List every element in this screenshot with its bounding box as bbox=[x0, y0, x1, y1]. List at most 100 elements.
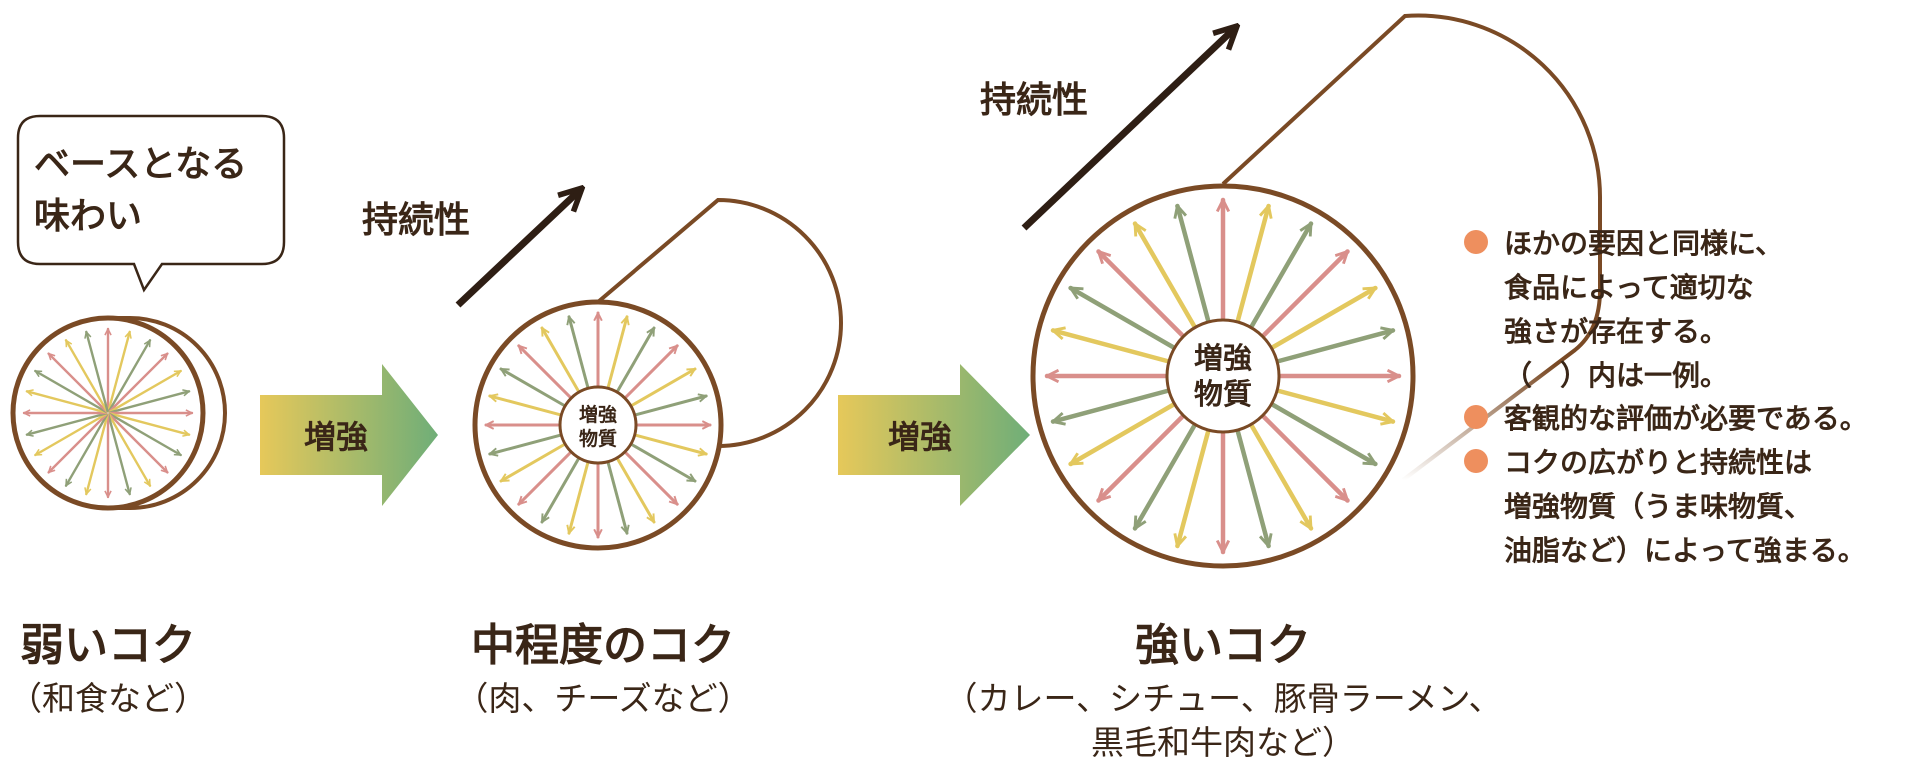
flavor-ray bbox=[616, 328, 656, 392]
flavor-ray bbox=[631, 367, 695, 407]
persistence-tube bbox=[596, 197, 843, 550]
flavor-ray bbox=[1071, 285, 1176, 350]
note-bullet bbox=[1464, 449, 1488, 473]
flavor-ray bbox=[631, 443, 695, 483]
flavor-ray bbox=[1132, 423, 1197, 528]
persistence-tube bbox=[1221, 13, 1603, 225]
flavor-ray bbox=[64, 413, 109, 486]
flavor-ray bbox=[569, 317, 590, 388]
flavor-ray bbox=[635, 396, 707, 417]
stage-subtitle: （和食など） bbox=[9, 679, 207, 718]
flavor-ray bbox=[108, 412, 181, 457]
stage-medium-koku: 増強 物質 bbox=[472, 197, 843, 551]
flavor-ray bbox=[490, 396, 561, 417]
enhancer-center bbox=[558, 385, 638, 465]
flavor-ray bbox=[1235, 429, 1269, 546]
flavor-ray bbox=[49, 413, 108, 472]
stage-subtitle: （肉、チーズなど） bbox=[455, 679, 750, 718]
flavor-ray bbox=[86, 413, 109, 494]
note-line: コクの広がりと持続性は bbox=[1504, 446, 1812, 479]
stage-title: 強いコク bbox=[1135, 620, 1311, 671]
persistence-tube-fade bbox=[1401, 225, 1602, 482]
flavor-rays bbox=[1044, 197, 1402, 555]
flavor-ray bbox=[35, 412, 108, 457]
persistence-tube bbox=[108, 316, 227, 510]
flavor-ray bbox=[108, 369, 181, 414]
flavor-ray bbox=[1053, 388, 1170, 422]
flavor-ray bbox=[490, 433, 561, 454]
flavor-ray bbox=[1270, 285, 1375, 350]
bubble-line: ベースとなる bbox=[34, 144, 247, 185]
flavor-ray bbox=[1261, 414, 1348, 501]
flavor-ray bbox=[519, 451, 572, 504]
flavor-ray bbox=[86, 332, 109, 413]
flavor-ray bbox=[107, 332, 130, 413]
flavor-ray bbox=[606, 462, 627, 534]
enhance-arrow: 増強 bbox=[838, 364, 1030, 506]
note-bullet bbox=[1464, 405, 1488, 429]
enhance-label: 増強 bbox=[888, 418, 952, 456]
flavor-ray bbox=[540, 328, 580, 392]
flavor-ray bbox=[64, 340, 109, 413]
persistence-arrow bbox=[455, 190, 580, 308]
flavor-ray bbox=[624, 346, 677, 399]
flavor-ray bbox=[107, 413, 152, 486]
persistence-label: 持続性 bbox=[362, 200, 470, 241]
speech-bubble: ベースとなる 味わい bbox=[16, 114, 286, 293]
stage-subtitle: 黒毛和牛肉など） bbox=[1091, 723, 1355, 762]
stage-title: 弱いコク bbox=[20, 620, 196, 671]
flavor-ray bbox=[1270, 402, 1375, 467]
flavor-ray bbox=[108, 354, 167, 413]
enhance-label: 増強 bbox=[304, 418, 368, 456]
flavor-ray bbox=[27, 391, 108, 414]
flavor-ray bbox=[1276, 388, 1393, 422]
notes-list: ほかの要因と同様に、 食品によって適切な 強さが存在する。 （ ）内は一例。 客… bbox=[1464, 227, 1868, 567]
enhancer-center bbox=[1165, 318, 1281, 434]
center-label: 増強 bbox=[1194, 341, 1252, 375]
note-line: 強さが存在する。 bbox=[1504, 315, 1728, 348]
flavor-ray bbox=[1235, 206, 1269, 323]
flavor-ray bbox=[501, 367, 565, 407]
center-label: 物質 bbox=[1194, 377, 1252, 411]
flavor-ray bbox=[624, 451, 677, 504]
flavor-ray bbox=[1053, 330, 1170, 364]
flavor-ray bbox=[108, 412, 189, 435]
persistence-label: 持続性 bbox=[980, 80, 1088, 121]
stage-subtitle: （カレー、シチュー、豚骨ラーメン、 bbox=[944, 679, 1501, 718]
bubble-line: 味わい bbox=[34, 196, 142, 237]
flavor-ray bbox=[1177, 429, 1211, 546]
flavor-ray bbox=[606, 317, 627, 388]
flavor-ray bbox=[501, 443, 565, 483]
flavor-ray bbox=[108, 391, 189, 414]
flavor-ray bbox=[1099, 414, 1185, 501]
note-line: 増強物質（うま味物質、 bbox=[1504, 490, 1812, 523]
stage-title: 中程度のコク bbox=[471, 620, 735, 671]
flavor-ray bbox=[569, 462, 590, 534]
flavor-ray bbox=[635, 433, 707, 454]
flavor-ray bbox=[1276, 330, 1393, 364]
flavor-ray bbox=[108, 413, 167, 472]
flavor-ray bbox=[616, 458, 656, 522]
note-bullet bbox=[1464, 230, 1488, 254]
note-line: 食品によって適切な bbox=[1504, 271, 1754, 304]
flavor-ray bbox=[1099, 252, 1185, 338]
note-line: （ ）内は一例。 bbox=[1504, 359, 1728, 392]
flavor-rays bbox=[484, 311, 712, 539]
flavor-ray bbox=[540, 458, 580, 522]
note-line: 客観的な評価が必要である。 bbox=[1504, 402, 1868, 435]
flavor-ray bbox=[49, 354, 108, 413]
center-label: 物質 bbox=[579, 427, 617, 450]
flavor-ray bbox=[1177, 206, 1211, 323]
center-label: 増強 bbox=[579, 403, 617, 426]
flavor-ray bbox=[1132, 224, 1197, 329]
flavor-ray bbox=[1071, 402, 1176, 467]
flavor-ray bbox=[107, 340, 152, 413]
flavor-ray bbox=[1249, 423, 1314, 528]
flavor-ray bbox=[1261, 252, 1348, 338]
persistence-arrow bbox=[1021, 28, 1235, 231]
flavor-ray bbox=[27, 412, 108, 435]
flavor-rays bbox=[22, 327, 194, 499]
note-line: 油脂など）によって強まる。 bbox=[1504, 534, 1866, 567]
stage-strong-koku: 増強 物質 bbox=[1030, 13, 1603, 569]
